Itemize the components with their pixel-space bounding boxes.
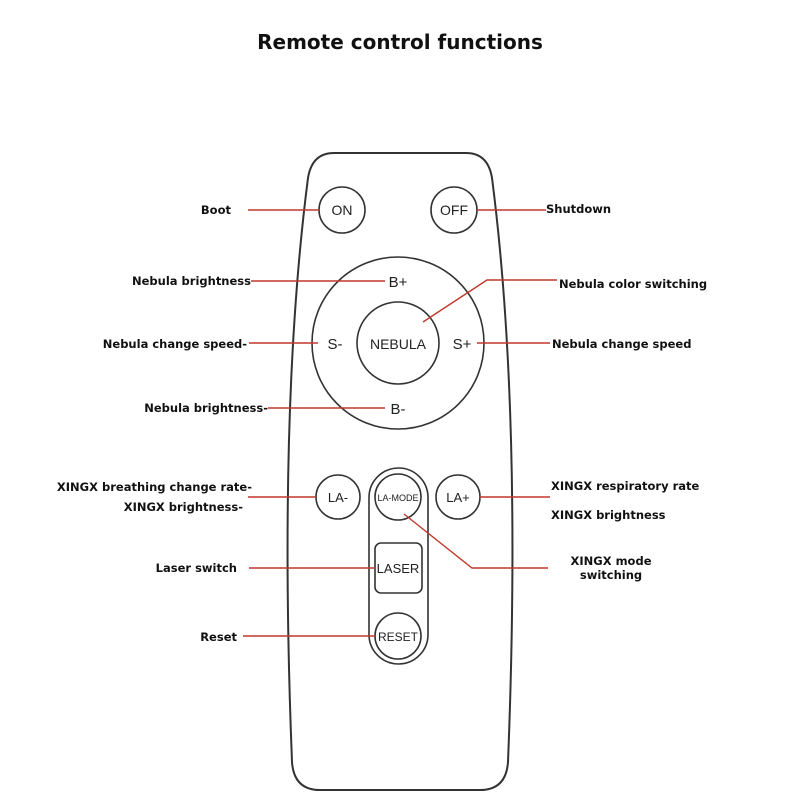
label-xingx-brightness: XINGX brightness <box>551 508 666 522</box>
off-button-label: OFF <box>440 202 468 218</box>
reset-button[interactable]: RESET <box>374 612 422 660</box>
brightness-up-button[interactable]: B+ <box>389 274 408 291</box>
leader-lines <box>243 209 557 637</box>
label-nebula-color-switching: Nebula color switching <box>559 277 707 291</box>
label-xingx-respiratory-rate: XINGX respiratory rate <box>551 479 699 493</box>
reset-button-label: RESET <box>378 630 419 644</box>
la-plus-label: LA+ <box>446 490 470 505</box>
off-button[interactable]: OFF <box>430 186 478 234</box>
laser-button-label: LASER <box>377 561 420 576</box>
la-plus-button[interactable]: LA+ <box>435 474 481 520</box>
laser-button[interactable]: LASER <box>374 542 423 594</box>
label-nebula-brightness-plus: Nebula brightness <box>132 274 251 288</box>
label-xingx-mode-line1: XINGX mode <box>571 554 652 568</box>
label-xingx-brightness-minus: XINGX brightness- <box>124 500 244 514</box>
label-nebula-brightness-minus: Nebula brightness- <box>144 401 268 415</box>
on-button[interactable]: ON <box>318 186 366 234</box>
leader-xingx-mode <box>403 513 548 569</box>
label-shutdown: Shutdown <box>546 202 611 216</box>
la-minus-label: LA- <box>328 490 348 505</box>
label-laser-switch: Laser switch <box>156 561 237 575</box>
label-boot: Boot <box>201 203 232 217</box>
speed-down-button[interactable]: S- <box>328 336 343 353</box>
leader-nebula-color <box>422 279 557 323</box>
label-xingx-mode-line2: switching <box>580 568 642 582</box>
la-minus-button[interactable]: LA- <box>315 474 361 520</box>
label-xingx-breathing-rate-minus: XINGX breathing change rate- <box>57 480 252 494</box>
nebula-button-label: NEBULA <box>370 336 427 352</box>
nebula-button[interactable]: NEBULA <box>356 301 440 385</box>
label-reset: Reset <box>200 630 237 644</box>
la-mode-label: LA-MODE <box>377 493 418 503</box>
brightness-down-button[interactable]: B- <box>391 401 406 418</box>
label-nebula-speed-plus: Nebula change speed <box>552 337 691 351</box>
la-mode-button[interactable]: LA-MODE <box>374 473 422 521</box>
on-button-label: ON <box>332 202 353 218</box>
page-title: Remote control functions <box>257 30 543 54</box>
label-nebula-speed-minus: Nebula change speed- <box>103 337 247 351</box>
speed-up-button[interactable]: S+ <box>453 336 472 353</box>
